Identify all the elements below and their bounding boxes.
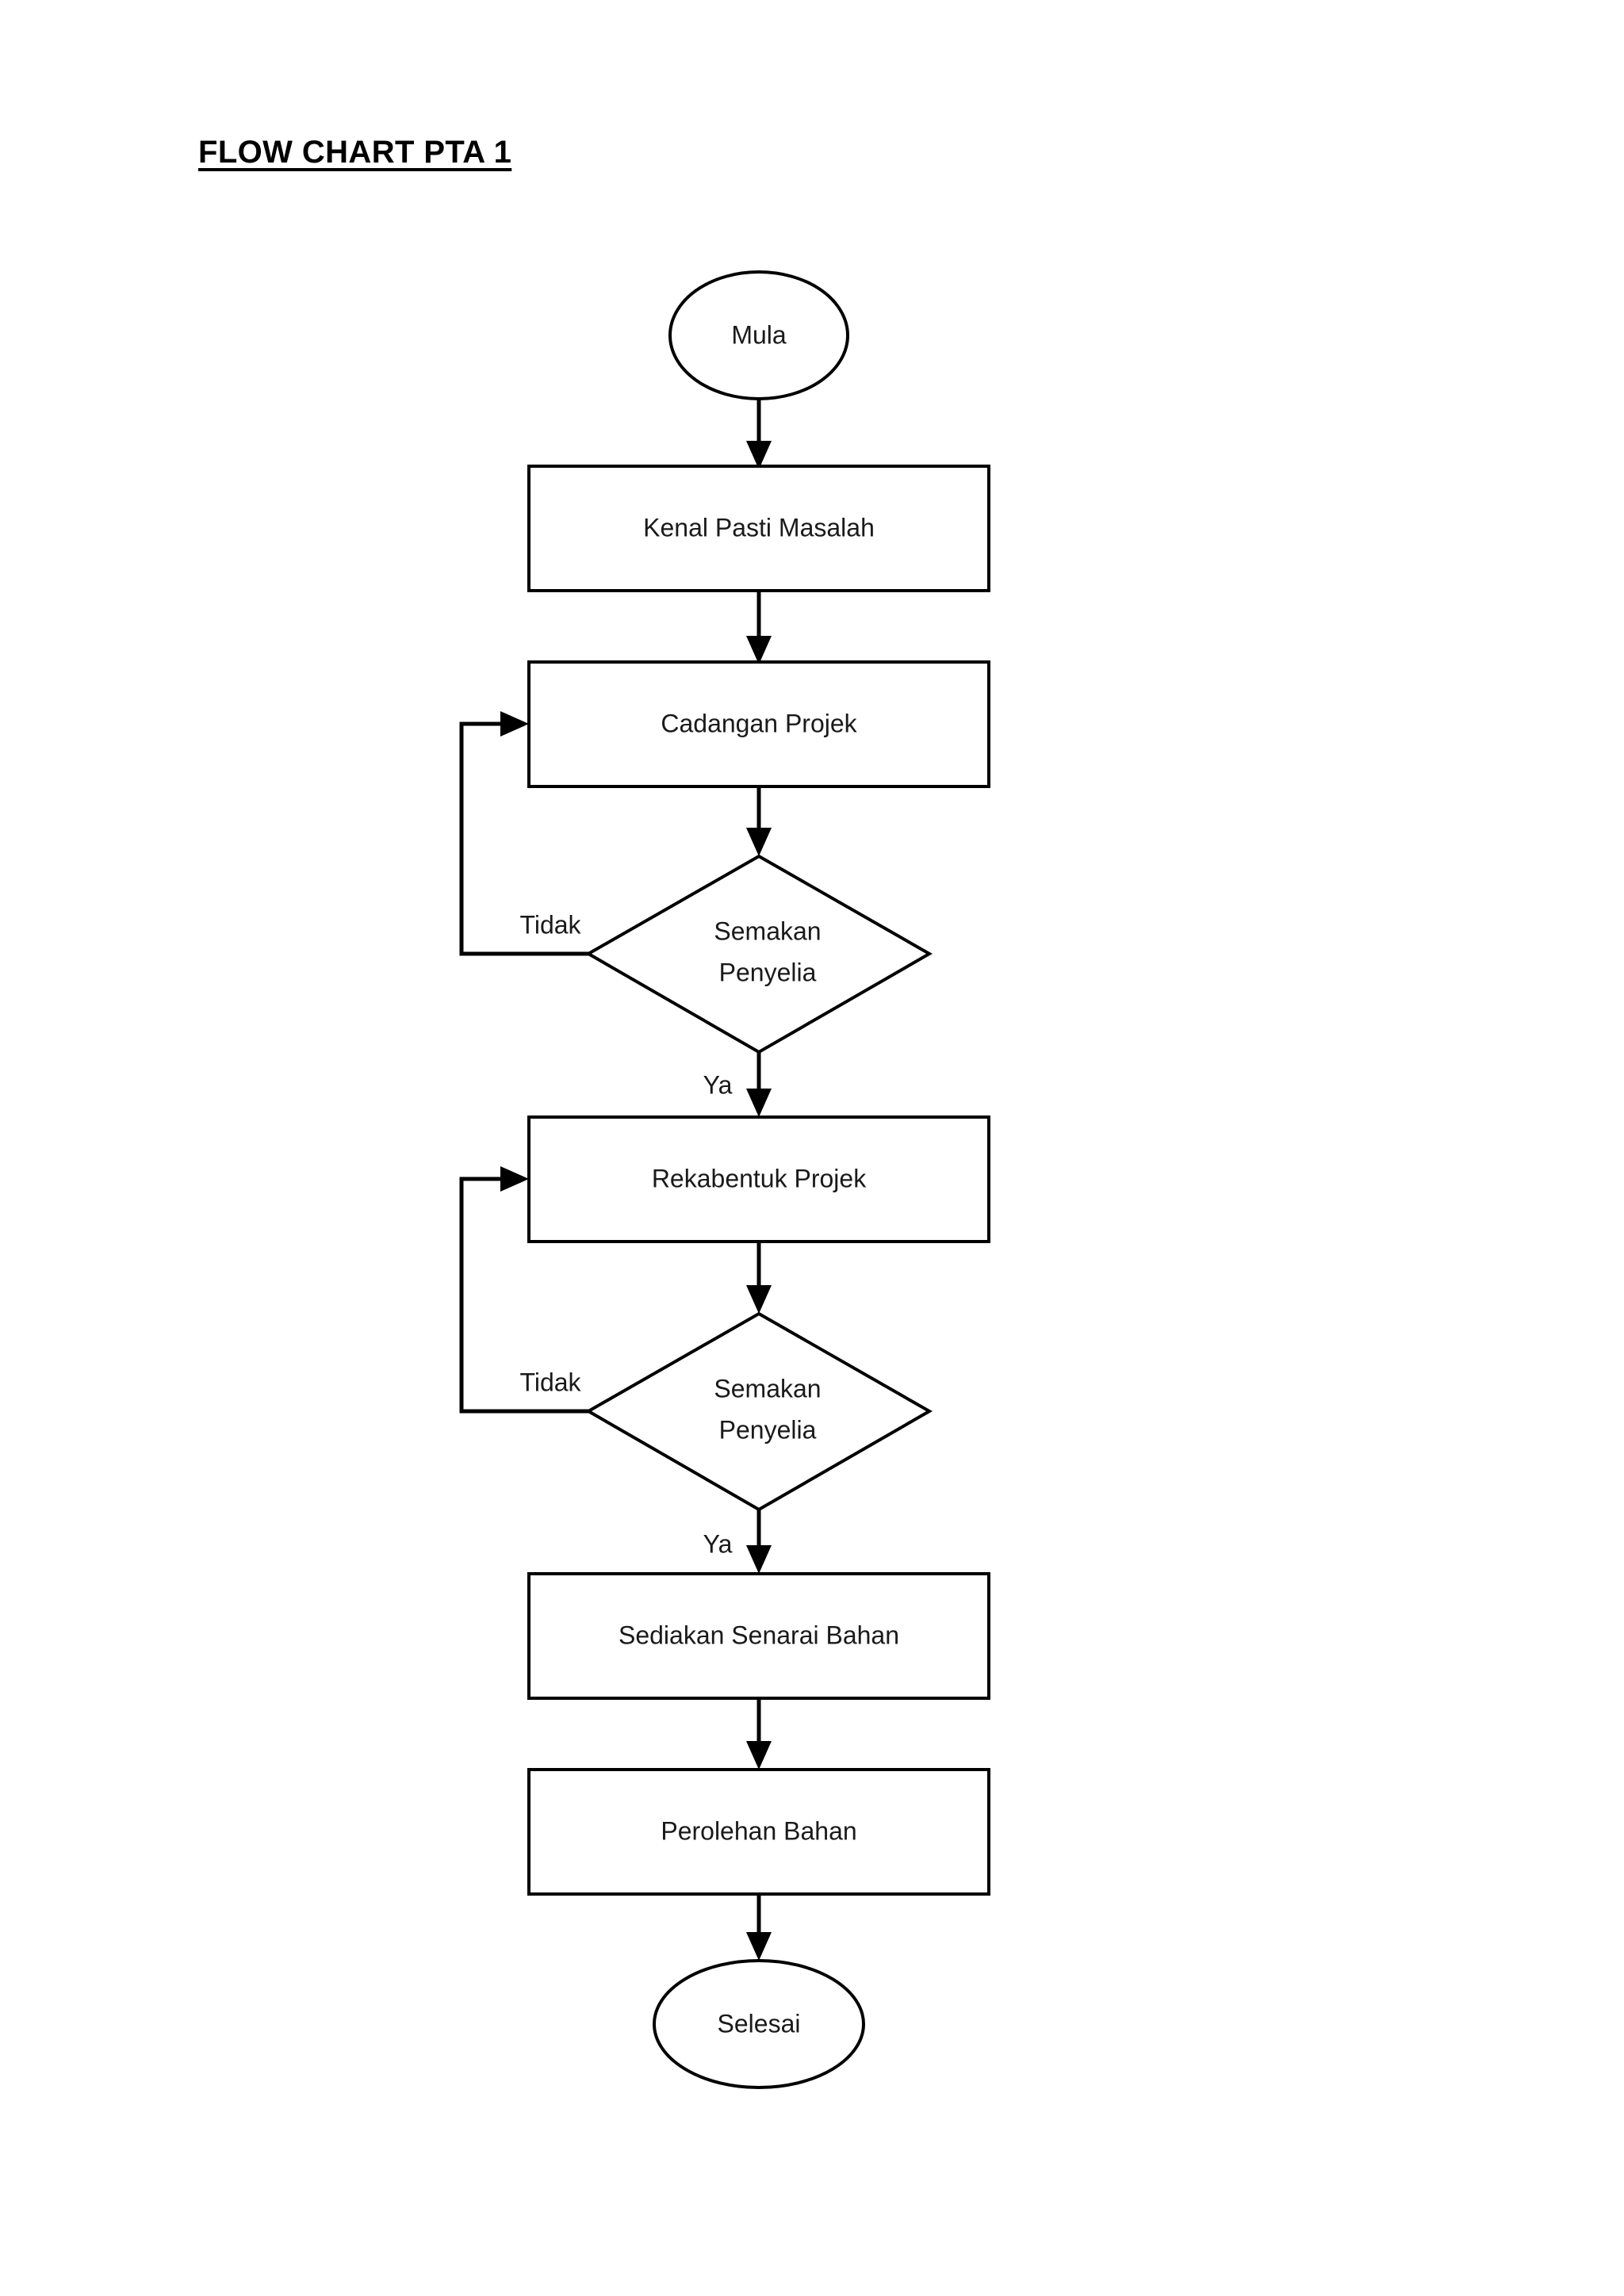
- arrow-head-down-icon: [746, 1741, 772, 1770]
- arrow-head-right-icon: [500, 1166, 529, 1192]
- node-acquire-material-label: Perolehan Bahan: [661, 1816, 856, 1845]
- node-prepare-material-list[interactable]: Sediakan Senarai Bahan: [527, 1572, 990, 1700]
- node-review-supervisor-1-label-line2: Penyelia: [719, 958, 817, 986]
- page-title: FLOW CHART PTA 1: [198, 135, 512, 170]
- edge-start-to-identify-problem: [746, 399, 772, 469]
- node-propose-project-label: Cadangan Projek: [661, 709, 857, 737]
- node-propose-project[interactable]: Cadangan Projek: [527, 660, 990, 788]
- edge-design-project-to-review2: [746, 1242, 772, 1314]
- node-review-supervisor-2-label-line1: Semakan: [714, 1374, 821, 1402]
- node-prepare-material-list-label: Sediakan Senarai Bahan: [619, 1621, 899, 1649]
- edge-review1-no-to-propose-project: Tidak: [459, 711, 588, 956]
- arrow-head-down-icon: [746, 1545, 772, 1574]
- edge-label-yes-1: Ya: [703, 1070, 733, 1099]
- node-acquire-material[interactable]: Perolehan Bahan: [527, 1768, 990, 1896]
- node-design-project[interactable]: Rekabentuk Projek: [527, 1115, 990, 1243]
- edge-label-yes-2: Ya: [703, 1529, 733, 1558]
- node-review-supervisor-2-label-line2: Penyelia: [719, 1415, 817, 1444]
- node-identify-problem[interactable]: Kenal Pasti Masalah: [527, 465, 990, 592]
- process-box-shape: [527, 1572, 990, 1700]
- edge-identify-problem-to-propose-project: [746, 591, 772, 664]
- arrow-head-down-icon: [746, 828, 772, 856]
- arrow-head-down-icon: [746, 636, 772, 664]
- node-identify-problem-label: Kenal Pasti Masalah: [643, 513, 875, 541]
- process-box-shape: [527, 465, 990, 592]
- edge-review1-yes-to-design-project: Ya: [703, 1052, 772, 1117]
- node-review-supervisor-1[interactable]: Semakan Penyelia: [584, 854, 933, 1054]
- node-end[interactable]: Selesai: [653, 1959, 865, 2089]
- decision-diamond-shape: [584, 854, 933, 1054]
- edge-review2-no-to-design-project: Tidak: [459, 1166, 588, 1414]
- node-start-label: Mula: [731, 320, 787, 349]
- process-box-shape: [527, 1768, 990, 1896]
- node-review-supervisor-1-label-line1: Semakan: [714, 916, 821, 945]
- node-review-supervisor-2[interactable]: Semakan Penyelia: [584, 1311, 933, 1512]
- edge-loop-path: [459, 1177, 588, 1414]
- edge-prepare-material-list-to-acquire-material: [746, 1698, 772, 1770]
- node-design-project-label: Rekabentuk Projek: [652, 1164, 867, 1192]
- arrow-head-down-icon: [746, 1932, 772, 1961]
- edge-loop-path: [459, 721, 588, 956]
- end-ellipse-shape: [653, 1959, 865, 2089]
- edge-label-no-1: Tidak: [519, 910, 581, 939]
- edge-acquire-material-to-end: [746, 1894, 772, 1961]
- arrow-head-down-icon: [746, 1089, 772, 1117]
- decision-diamond-shape: [584, 1311, 933, 1512]
- node-start[interactable]: Mula: [668, 270, 849, 400]
- node-end-label: Selesai: [718, 2009, 801, 2038]
- arrow-head-down-icon: [746, 441, 772, 469]
- edge-review2-yes-to-prepare-material-list: Ya: [703, 1510, 772, 1574]
- edge-propose-project-to-review1: [746, 786, 772, 856]
- edge-label-no-2: Tidak: [519, 1368, 581, 1396]
- arrow-head-down-icon: [746, 1285, 772, 1314]
- arrow-head-right-icon: [500, 711, 529, 737]
